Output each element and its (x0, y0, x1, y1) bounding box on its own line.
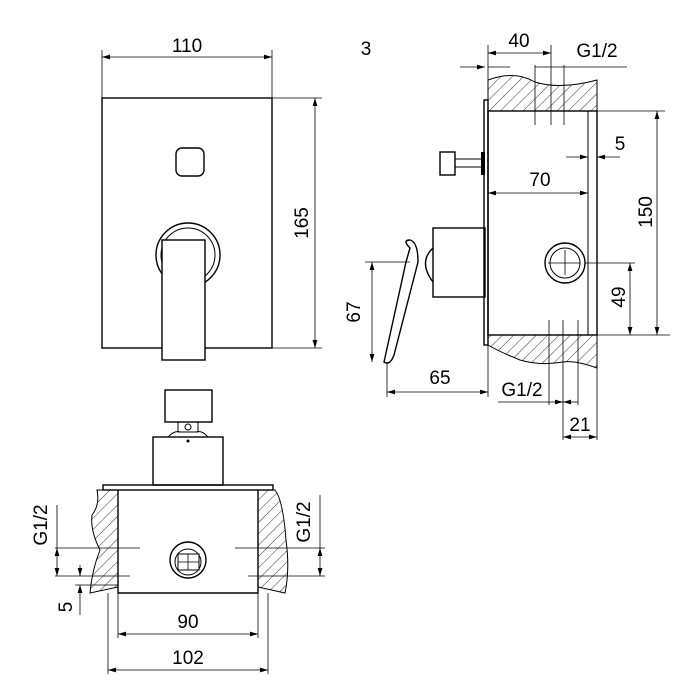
dim-65: 65 (429, 368, 450, 389)
diverter-knob-top (164, 389, 213, 423)
dim-offset-5: 5 (615, 134, 626, 155)
dim-21: 21 (569, 415, 590, 436)
front-view: 110 165 (101, 36, 322, 361)
mounting-box (487, 110, 598, 336)
dim-thread-bottom: G1/2 (501, 380, 542, 401)
lever-side (383, 239, 419, 364)
dim-70: 70 (529, 170, 550, 191)
bottom-view: G1/2 G1/2 5 90 102 (31, 389, 325, 674)
dim-90: 90 (177, 612, 198, 633)
diverter-knob (439, 151, 456, 176)
diverter-button (175, 147, 205, 177)
dim-thread-left: G1/2 (31, 504, 52, 545)
lever-handle (161, 239, 206, 361)
wall-hatch-top (487, 75, 598, 112)
dim-width: 110 (172, 36, 202, 57)
dim-67: 67 (344, 301, 365, 322)
dim-thread-top: G1/2 (576, 41, 617, 62)
outlet-front (169, 541, 207, 579)
wall-hatch-left (89, 489, 119, 594)
plate-top (102, 484, 274, 491)
dim-plate: 3 (361, 39, 372, 60)
dim-150: 150 (636, 196, 657, 228)
valve-body (432, 227, 486, 298)
dim-height: 165 (292, 207, 313, 239)
dim-offset-5-bottom: 5 (56, 602, 77, 613)
wall-hatch-right (257, 489, 289, 594)
dim-102: 102 (172, 648, 204, 669)
wall-hatch-bottom (487, 334, 598, 369)
side-view: 3 40 G1/2 5 70 150 49 67 65 G1/2 21 (344, 31, 670, 440)
plate-edge (483, 99, 489, 346)
dim-49: 49 (609, 286, 630, 307)
valve-body-top (152, 436, 224, 486)
dim-40: 40 (508, 31, 529, 52)
dim-thread-right: G1/2 (294, 501, 315, 542)
